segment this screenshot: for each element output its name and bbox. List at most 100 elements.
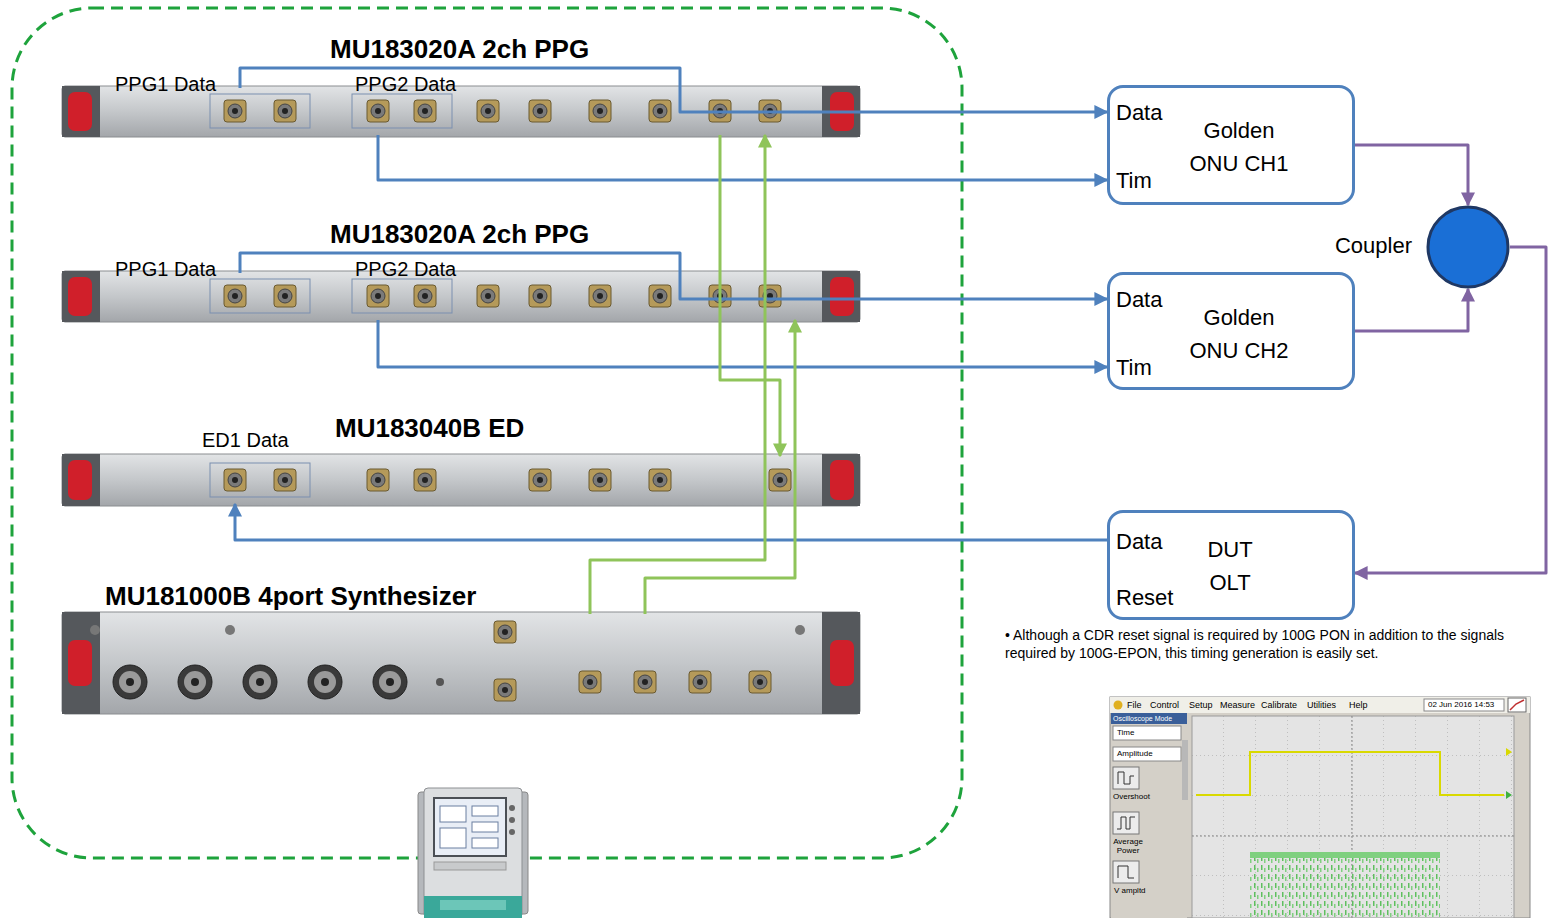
module-title: MU183020A 2ch PPG (330, 34, 589, 64)
synthesizer-module-photo-part (62, 612, 100, 714)
mainframe-photo-part (440, 900, 506, 910)
blue-signal-line (235, 504, 1107, 540)
label-holder: 02 Jun 2016 14:53 (1428, 700, 1494, 710)
synthesizer-module-photo-part (494, 621, 516, 643)
oscilloscope-screenshot-part (1192, 716, 1514, 918)
mainframe-photo-part (472, 806, 498, 816)
date-stamp: 02 Jun 2016 14:53 (1428, 700, 1494, 710)
mainframe-photo-part (509, 805, 515, 811)
text-holder: Golden ONU CH2 (1184, 301, 1294, 367)
coupler-shape (1426, 205, 1510, 289)
coupler-fill (1428, 207, 1508, 287)
text-holder: Golden ONU CH1 (1184, 114, 1294, 180)
menu-item: Utilities (1307, 699, 1336, 711)
label-holder: File (1127, 699, 1142, 711)
synthesizer-module-photo-part (113, 665, 147, 699)
text-holder: PPG2 Data (355, 258, 456, 280)
label-holder: Calibrate (1261, 699, 1297, 711)
mainframe-photo-part (440, 828, 466, 848)
ed-module-photo-part (62, 454, 860, 506)
ppg-module-photo-part (224, 100, 246, 122)
text-holder: PPG1 Data (115, 258, 216, 280)
node-label: Coupler (1335, 233, 1412, 259)
ppg-module-photo-part (830, 277, 854, 316)
ppg-module-photo-part (274, 100, 296, 122)
instrument-region (12, 8, 962, 858)
oscilloscope-screenshot-part (1192, 716, 1514, 918)
oscilloscope-screenshot-part (1506, 791, 1512, 799)
purple-signal-line (1355, 247, 1546, 573)
ppg-module-photo-part (649, 285, 671, 307)
label-holder: Control (1150, 699, 1179, 711)
button-label: Average Power (1108, 837, 1148, 855)
ed-module-photo-part (822, 454, 860, 506)
onu-box: DataGolden ONU CH2Tim (1107, 272, 1355, 390)
green-signal-line (720, 135, 780, 456)
ed-module-photo-part (589, 469, 611, 491)
oscilloscope-screenshot-part (1117, 817, 1135, 829)
synthesizer-module-photo-part (243, 665, 277, 699)
oscilloscope-screenshot (1110, 697, 1530, 918)
note-text: • Although a CDR reset signal is require… (1005, 626, 1550, 662)
mainframe-photo-part (472, 838, 498, 848)
node-label: DUT OLT (1198, 533, 1262, 599)
ppg-module-photo-part (68, 92, 92, 131)
menu-item: Measure (1220, 699, 1255, 711)
synthesizer-module-photo-part (830, 640, 854, 686)
module-title: MU183040B ED (335, 413, 524, 443)
menu-item: Calibrate (1261, 699, 1297, 711)
ppg-module-photo-part (414, 100, 436, 122)
mainframe-photo-part (434, 798, 506, 856)
ed-module-photo-part (224, 469, 246, 491)
ppg-module-photo-part (210, 279, 310, 313)
button-label: Amplitude (1117, 748, 1153, 760)
olt-box: DataDUT OLTReset (1107, 510, 1355, 620)
ppg-module-photo-part (759, 285, 781, 307)
ed-module: MU183040B EDED1 Data (62, 456, 860, 504)
node-label: Golden ONU CH1 (1184, 114, 1294, 180)
text-holder: MU183040B ED (335, 413, 524, 443)
port-label: PPG2 Data (355, 258, 456, 280)
synthesizer-module-photo-part (749, 671, 771, 693)
node-label: Data (1116, 287, 1162, 313)
menu-item: File (1127, 699, 1142, 711)
text-holder: Data (1116, 529, 1162, 555)
synthesizer-module-photo-part (795, 625, 805, 635)
mainframe-photo-part (440, 806, 466, 822)
ed-module-photo-part (769, 469, 791, 491)
ppg-module-photo-part (210, 94, 310, 128)
oscilloscope-screenshot-part (1424, 699, 1504, 711)
port-label: PPG1 Data (115, 73, 216, 95)
label-holder: Overshoot (1113, 792, 1150, 802)
menu-item: Control (1150, 699, 1179, 711)
label-holder: Help (1349, 699, 1368, 711)
ppg-module-photo-part (649, 100, 671, 122)
oscilloscope-screenshot-part (1113, 812, 1139, 834)
mainframe-photo-part (434, 862, 506, 870)
oscilloscope-screenshot-part (1118, 772, 1134, 784)
synthesizer-module-photo-part (436, 678, 444, 686)
text-holder: DUT OLT (1198, 533, 1262, 599)
ppg-module-photo-part (352, 94, 452, 128)
synthesizer-module-photo-part (494, 679, 516, 701)
oscilloscope-screenshot-part (1110, 697, 1530, 918)
ed-module-photo-part (830, 460, 854, 500)
oscilloscope-screenshot-part (1113, 747, 1181, 761)
node-label: Data (1116, 529, 1162, 555)
ppg-module-photo-part (367, 285, 389, 307)
oscilloscope-screenshot-part (1508, 698, 1526, 712)
synthesizer-module-photo-part (68, 640, 92, 686)
oscilloscope-screenshot-part (1250, 852, 1440, 918)
ppg-module-photo-part (367, 100, 389, 122)
port-label: ED1 Data (202, 429, 289, 451)
oscilloscope-screenshot-part (1510, 700, 1524, 710)
oscilloscope-screenshot-part (1113, 861, 1139, 883)
oscilloscope-screenshot-part (1182, 740, 1188, 800)
oscilloscope-screenshot-part (1111, 713, 1187, 724)
node-label: Golden ONU CH2 (1184, 301, 1294, 367)
green-signal-line (590, 135, 765, 614)
ppg-module-photo-part (62, 86, 100, 137)
ppg-module-photo-part (477, 285, 499, 307)
label-holder: Oscilloscope Mode (1113, 714, 1172, 723)
